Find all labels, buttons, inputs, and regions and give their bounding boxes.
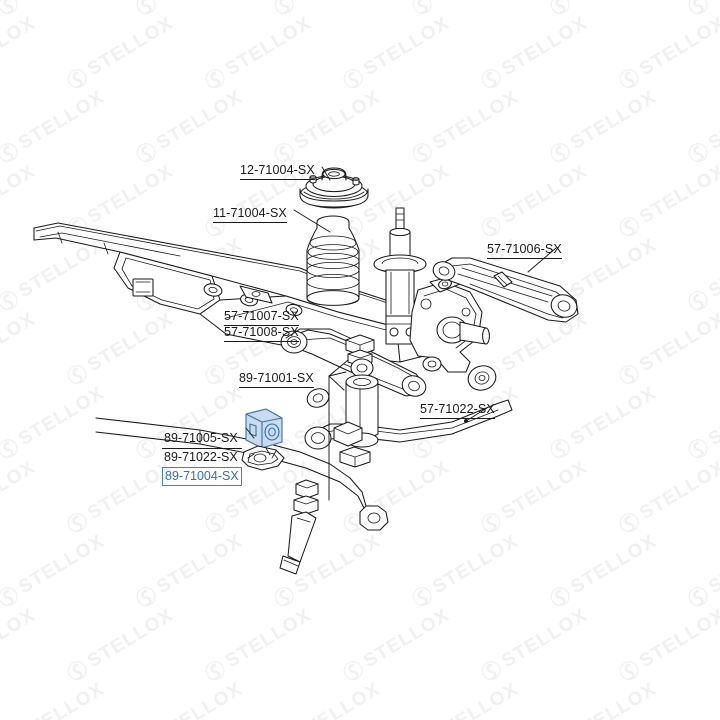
part-label-57-71022-SX: 57-71022-SX — [420, 402, 495, 419]
part-label-89-71022-SX: 89-71022-SX — [162, 449, 242, 468]
part-label-57-71007-SX: 57-71007-SX — [224, 309, 299, 326]
part-label-11-71004-SX: 11-71004-SX — [213, 206, 287, 223]
part-label-57-71008-SX: 57-71008-SX — [224, 325, 299, 342]
part-label-89-71001-SX: 89-71001-SX — [239, 371, 314, 388]
part-label-89-71004-SX-highlighted[interactable]: 89-71004-SX — [162, 467, 242, 486]
part-label-89-71005-SX: 89-71005-SX — [162, 430, 242, 449]
part-label-12-71004-SX: 12-71004-SX — [240, 163, 315, 180]
stabilizer-part-label-group: 89-71005-SX 89-71022-SX 89-71004-SX — [162, 430, 242, 486]
part-label-57-71006-SX: 57-71006-SX — [487, 242, 562, 259]
